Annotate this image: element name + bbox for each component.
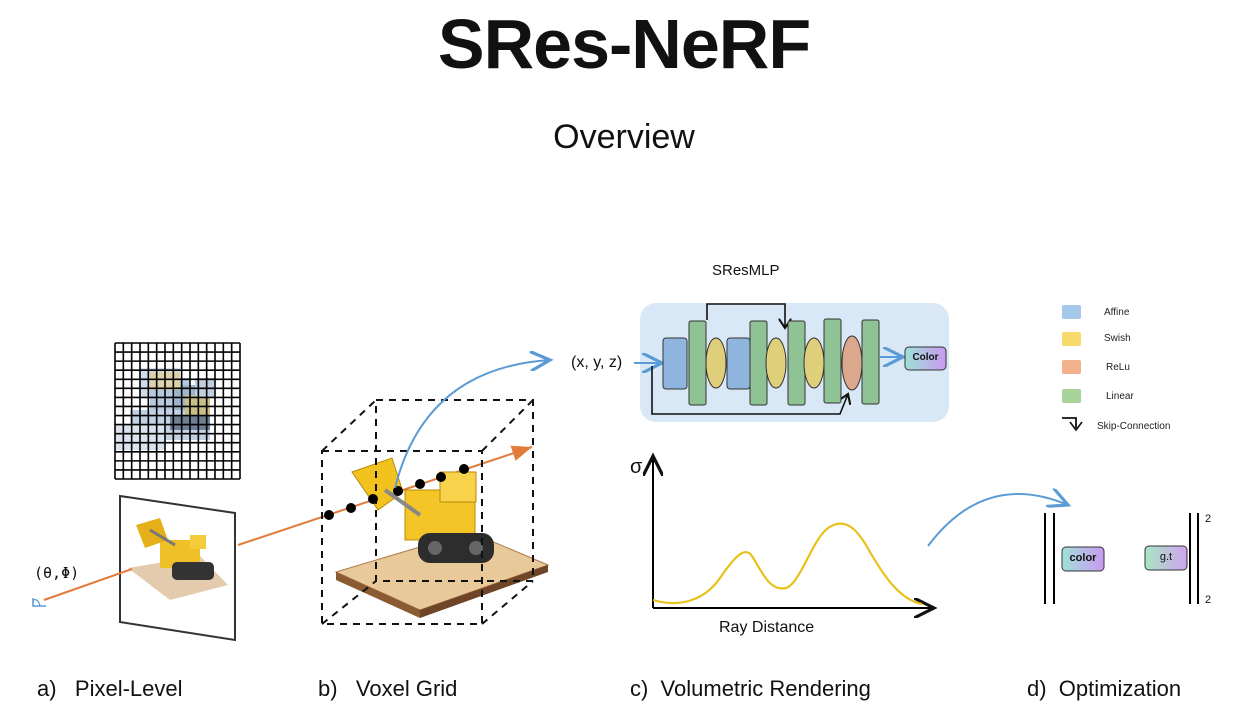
bulldozer-thumbnail <box>128 518 228 600</box>
norm-subscript: 2 <box>1205 594 1212 606</box>
predicted-color-label: color <box>1069 552 1097 564</box>
pixel-grid-panel <box>114 342 241 480</box>
voxel-grid-panel <box>321 399 550 625</box>
density-curve <box>652 522 923 606</box>
swish-layer <box>765 337 787 389</box>
image-plane <box>119 494 236 642</box>
legend-skip-connection-label: Skip-Connection <box>1097 421 1171 432</box>
pixel-grid <box>114 342 241 480</box>
main-title: SRes-NeRF <box>437 5 811 83</box>
affine-layer <box>662 337 688 390</box>
ground-truth-box <box>1144 545 1188 571</box>
sresmlp-block <box>634 303 949 422</box>
legend-affine-label: Affine <box>1104 307 1130 318</box>
caption-voxel-grid: b) Voxel Grid <box>318 676 458 701</box>
swish-layer <box>803 337 825 389</box>
ray-sample-points <box>324 464 469 520</box>
legend-relu-label: ReLu <box>1106 362 1130 373</box>
norm-superscript: 2 <box>1205 513 1212 525</box>
linear-layer <box>787 320 806 406</box>
relu-layer <box>841 335 863 391</box>
voxel-cube <box>321 399 534 625</box>
density-axis-label: σ <box>630 456 643 478</box>
camera-ray <box>43 568 133 601</box>
mlp-title: SResMLP <box>712 262 780 279</box>
swish-layer <box>705 337 727 389</box>
legend-swish-label: Swish <box>1104 333 1131 344</box>
subtitle: Overview <box>553 118 695 156</box>
rendering-to-loss-arrow <box>927 494 1068 547</box>
linear-layer <box>749 320 768 406</box>
predicted-color-box <box>1061 546 1105 572</box>
mlp-layers <box>662 318 880 406</box>
view-direction-label: (θ,Φ) <box>34 564 80 582</box>
ground-truth-label: g.t <box>1159 551 1173 563</box>
camera-icon <box>32 598 46 607</box>
legend-linear-label: Linear <box>1106 391 1134 402</box>
mlp-output-color-box <box>904 346 947 371</box>
linear-layer <box>861 319 880 405</box>
caption-optimization: d) Optimization <box>1027 676 1182 701</box>
caption-pixel-level: a) Pixel-Level <box>37 676 183 701</box>
legend-swatches <box>1062 305 1083 432</box>
sample-to-mlp-arrow <box>394 360 550 489</box>
linear-layer <box>823 318 842 404</box>
loss-norm <box>1044 513 1199 604</box>
caption-volumetric-rendering: c) Volumetric Rendering <box>630 676 871 701</box>
density-plot <box>653 456 934 608</box>
mlp-output-label: Color <box>912 352 939 363</box>
mlp-input-coordinates: (x, y, z) <box>571 354 623 371</box>
linear-layer <box>688 320 707 406</box>
affine-layer <box>726 337 751 390</box>
ray-distance-axis-label: Ray Distance <box>719 619 815 636</box>
